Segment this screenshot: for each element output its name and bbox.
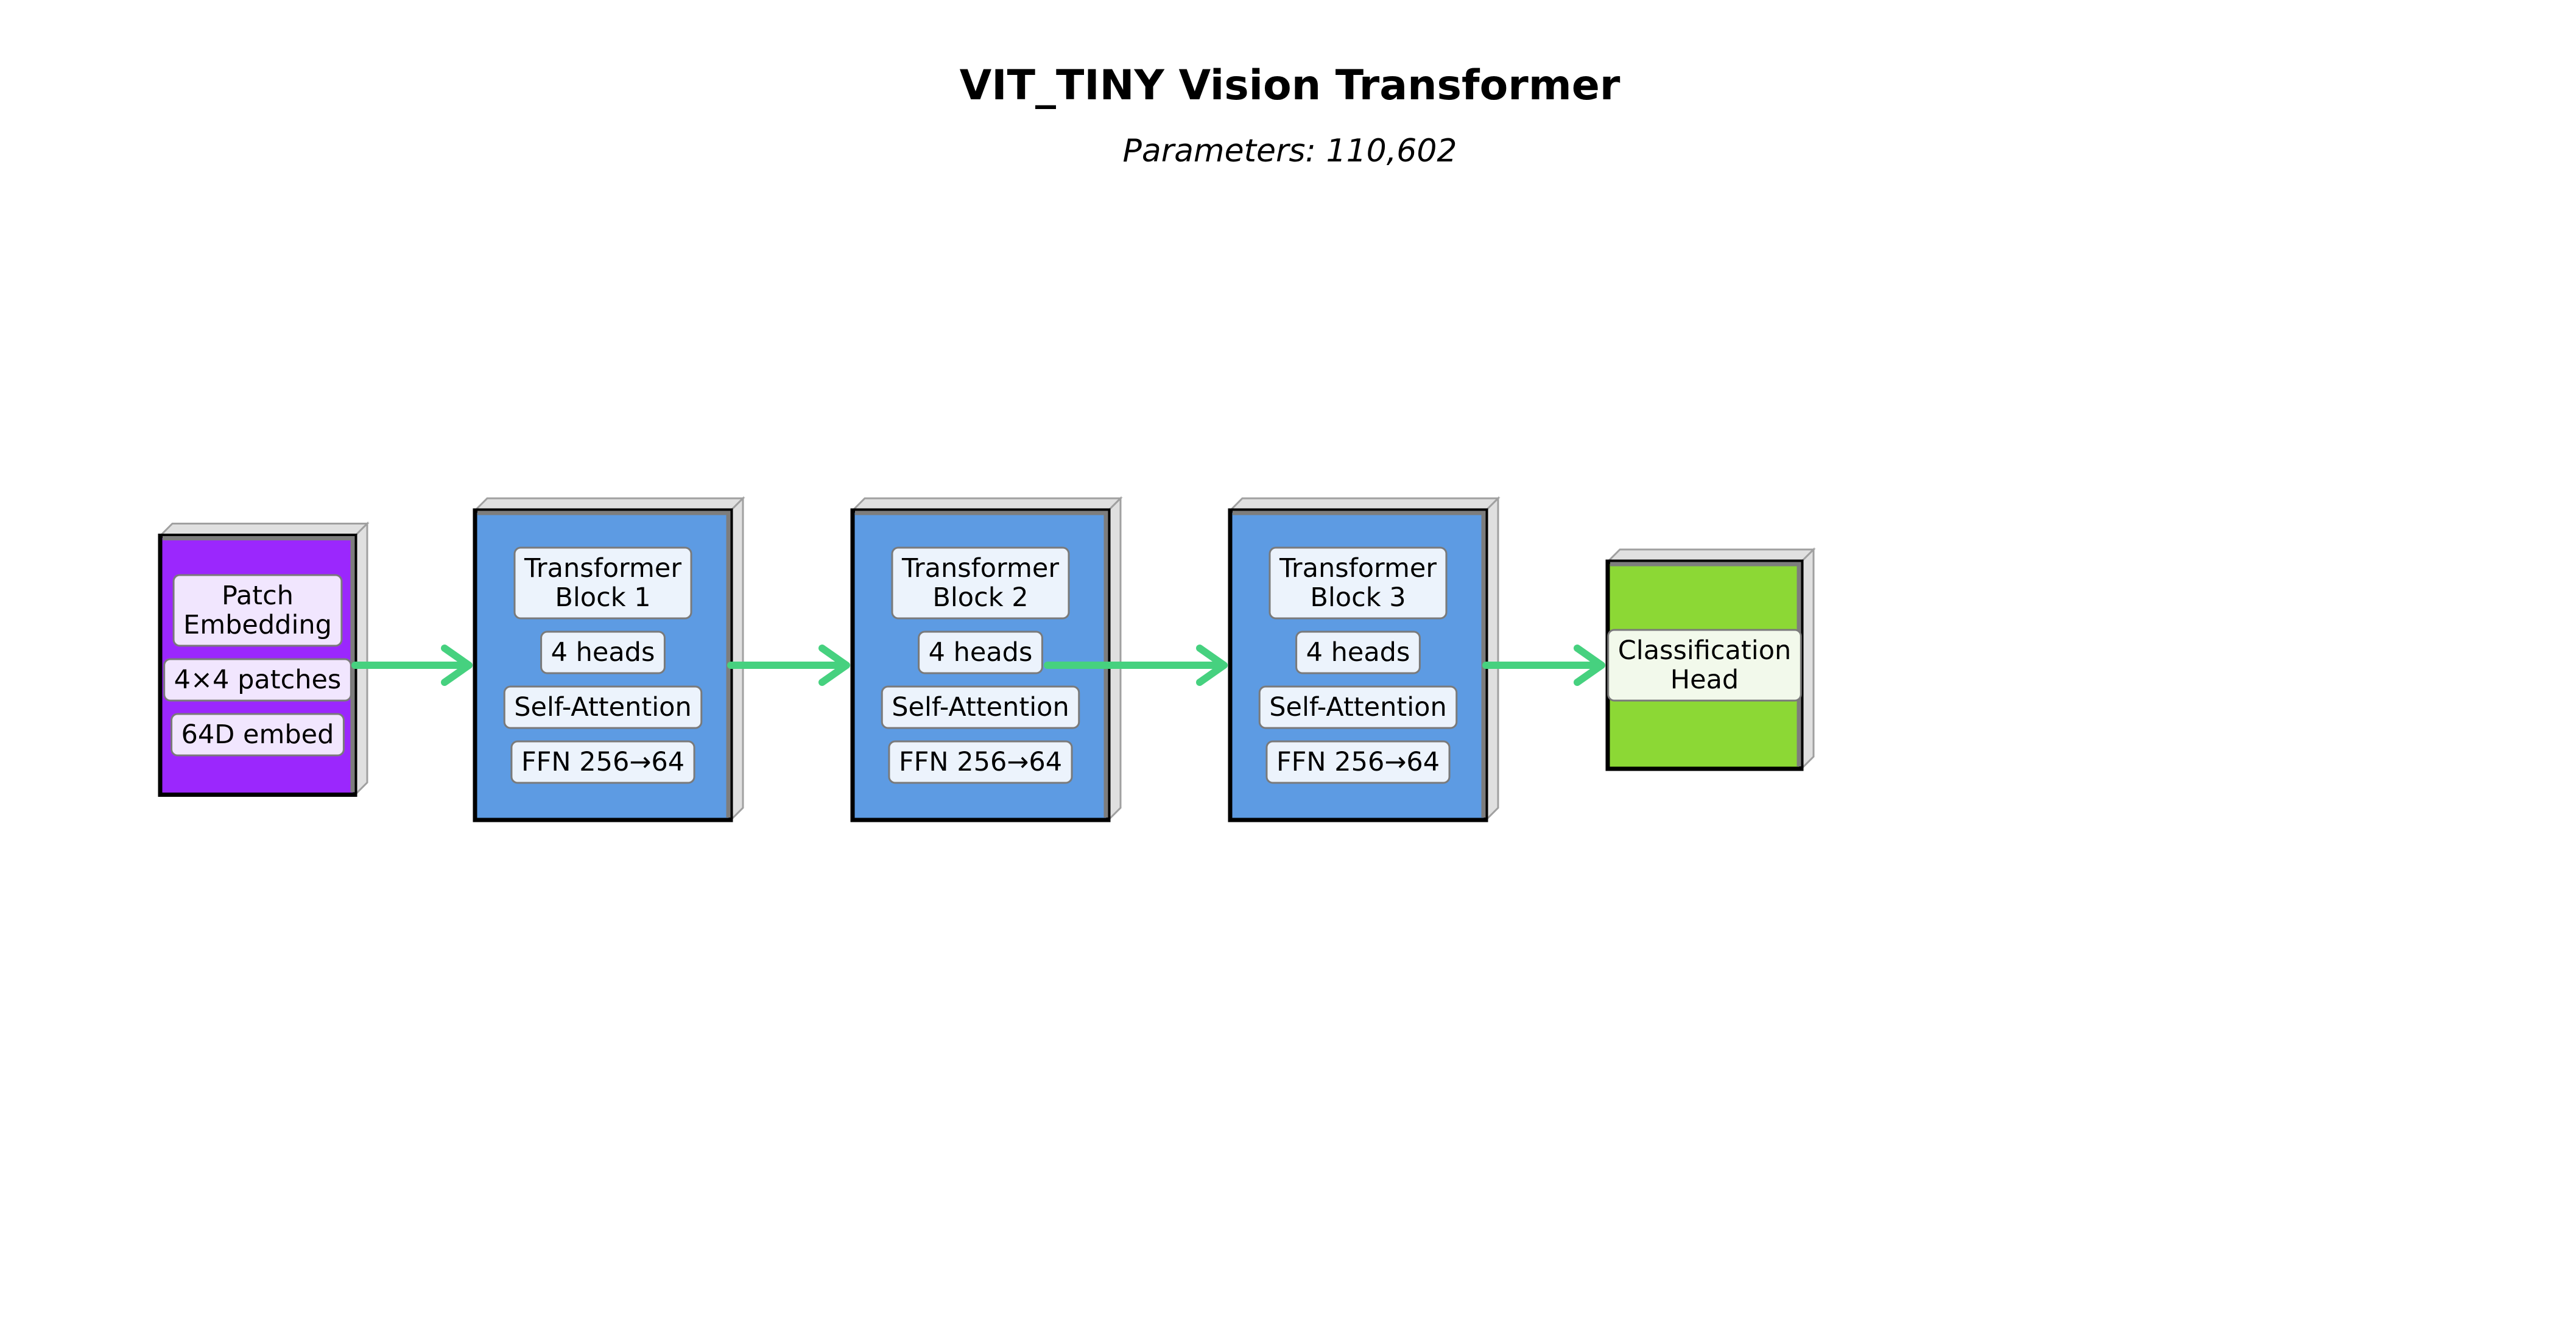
label-text: Self-Attention	[514, 692, 692, 723]
label-text: FFN 256→64	[899, 747, 1062, 777]
label-text: Transformer	[1279, 553, 1437, 584]
label-text: Block 1	[555, 582, 650, 613]
block-detail-label: Self-Attention	[1258, 685, 1458, 729]
label-text: Transformer	[524, 553, 681, 584]
arrow-head	[441, 645, 473, 686]
arrow-head	[1574, 645, 1605, 686]
flow-arrow	[727, 645, 850, 686]
block-detail-label: 4 heads	[1295, 631, 1421, 674]
label-box	[1269, 546, 1448, 620]
block-detail-label: FFN 256→64	[888, 740, 1073, 784]
label-box	[510, 740, 695, 784]
label-box	[1265, 740, 1451, 784]
label-text: Block 3	[1310, 582, 1406, 613]
label-text: Transformer	[901, 553, 1059, 584]
label-box	[540, 631, 666, 674]
flow-arrows	[351, 645, 1605, 686]
label-box	[172, 574, 343, 647]
flow-arrow	[1482, 645, 1605, 686]
block-detail-label: Self-Attention	[881, 685, 1080, 729]
arrow-head	[1196, 645, 1228, 686]
label-box	[881, 685, 1080, 729]
block-edge-highlight	[1233, 511, 1486, 818]
label-text: Self-Attention	[1269, 692, 1447, 723]
label-text: Self-Attention	[892, 692, 1069, 723]
label-text: 4×4 patches	[174, 665, 342, 695]
label-box	[163, 658, 352, 702]
label-box	[171, 713, 345, 757]
label-text: FFN 256→64	[1276, 747, 1440, 777]
block-edge-highlight	[855, 511, 1108, 818]
label-text: FFN 256→64	[521, 747, 684, 777]
diagram-title: VIT_TINY Vision Transformer	[960, 62, 1621, 110]
label-box	[1607, 629, 1802, 702]
label-box	[891, 546, 1070, 620]
label-text: 64D embed	[181, 719, 334, 750]
label-text: 4 heads	[929, 637, 1033, 668]
flow-arrow	[351, 645, 473, 686]
label-box	[503, 685, 703, 729]
label-box	[918, 631, 1043, 674]
label-text: Block 2	[932, 582, 1028, 613]
label-text: 4 heads	[1306, 637, 1410, 668]
arrow-head	[818, 645, 850, 686]
block-edge-highlight	[163, 536, 355, 793]
flow-arrow	[1044, 645, 1228, 686]
label-box	[1295, 631, 1421, 674]
block-detail-label: Self-Attention	[503, 685, 703, 729]
label-text: 4 heads	[551, 637, 655, 668]
block-edge-highlight	[477, 511, 731, 818]
label-text: Patch	[222, 581, 294, 611]
label-box	[1258, 685, 1458, 729]
label-box	[888, 740, 1073, 784]
block-detail-label: 4 heads	[540, 631, 666, 674]
block-detail-label: 4×4 patches	[163, 658, 352, 702]
block-detail-label: FFN 256→64	[510, 740, 695, 784]
block-detail-label: 4 heads	[918, 631, 1043, 674]
label-box	[513, 546, 692, 620]
diagram-subtitle: Parameters: 110,602	[1122, 133, 1457, 169]
block-detail-label: FFN 256→64	[1265, 740, 1451, 784]
label-text: Classification	[1618, 635, 1792, 666]
label-text: Embedding	[183, 610, 332, 640]
label-text: Head	[1670, 665, 1739, 695]
block-detail-label: 64D embed	[171, 713, 345, 757]
